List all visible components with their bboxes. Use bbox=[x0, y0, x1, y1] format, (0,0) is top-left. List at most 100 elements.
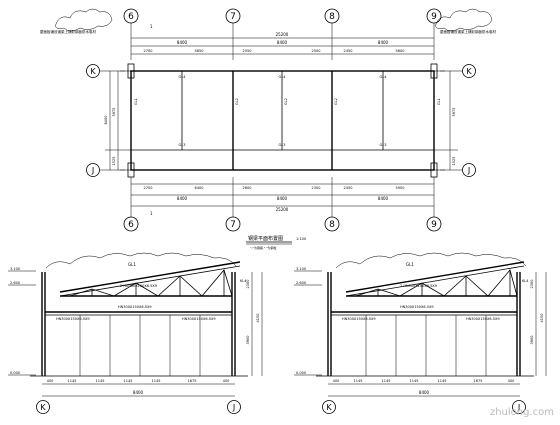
level-label: 2.600 bbox=[296, 281, 306, 285]
beam-label: GL4 bbox=[380, 75, 388, 79]
axis-bubble bbox=[322, 400, 336, 414]
dim-span: 8400 bbox=[277, 40, 288, 45]
dim-bottom: 400 bbox=[223, 379, 230, 383]
dim-bottom: 1145 bbox=[410, 379, 419, 383]
axis-bubbles-side: K J K J bbox=[86, 64, 476, 177]
roof-rafter bbox=[345, 261, 525, 293]
section-top-label: GL1 bbox=[128, 262, 136, 267]
dim-sub: 2450 bbox=[344, 49, 353, 53]
axis-label: J bbox=[91, 166, 94, 175]
beam-label: 2 HN300X150X6.5X9 bbox=[120, 284, 157, 288]
dim-bottom: 1145 bbox=[124, 379, 133, 383]
beam-label: HN300X150X6.5X9 bbox=[466, 317, 500, 321]
dim-sub: 2300 bbox=[312, 186, 321, 190]
axis-bubble bbox=[123, 216, 139, 232]
plan-title-block: 钢梁平面布置图 1:100 "-"为钢梁,"·"为钢柱 bbox=[246, 235, 306, 250]
axis-label: 8 bbox=[329, 220, 335, 230]
axis-label: J bbox=[232, 403, 235, 412]
axis-label: 7 bbox=[230, 220, 236, 230]
axis-label: K bbox=[326, 403, 332, 412]
dim-side: 2300 bbox=[246, 280, 250, 289]
plan-dimensions-side: 5975 1525 8400 1525 5975 bbox=[100, 70, 462, 171]
watermark: zhulong.com bbox=[489, 407, 554, 418]
dim-side: 1525 bbox=[112, 157, 116, 166]
section-left: GL1 2 HN300X150X6.5X9 HN300X150X6.5X9 HN… bbox=[8, 252, 263, 414]
dim-bottom: 400 bbox=[47, 379, 54, 383]
section-mark: 1 bbox=[150, 211, 153, 216]
plan-scale: 1:100 bbox=[296, 237, 306, 241]
axis-bubble bbox=[462, 163, 476, 177]
beam-label: HN300X150X6.5X9 bbox=[342, 317, 376, 321]
beam-label: GL3 bbox=[179, 143, 186, 147]
axis-bubbles-bottom: 6 7 8 9 bbox=[123, 216, 442, 232]
level-label: 3.100 bbox=[10, 267, 20, 271]
beam-label: HN300X150X6.5X9 bbox=[56, 317, 90, 321]
beam-label: KL4 bbox=[240, 279, 247, 283]
axis-bubble bbox=[36, 400, 50, 414]
plan-dimensions-bottom: 2700 6400 2800 2300 2450 5900 8400 8400 … bbox=[130, 177, 435, 217]
dim-sub: 2800 bbox=[243, 186, 252, 190]
dim-bottom: 400 bbox=[508, 379, 515, 383]
beam-label: HN300X150X6.5X9 bbox=[182, 317, 216, 321]
dim-bottom: 1145 bbox=[382, 379, 391, 383]
axis-label: J bbox=[467, 166, 470, 175]
plan-note-right: 屋面板铺设钢梁上铺彩钢板防水卷材 bbox=[440, 29, 496, 34]
dim-sub: 5850 bbox=[195, 49, 204, 53]
dim-sub: 2550 bbox=[243, 49, 252, 53]
beam-label: HN300X150X6.5X9 bbox=[400, 305, 434, 309]
dim-bottom: 1675 bbox=[474, 379, 483, 383]
steel-column bbox=[127, 63, 135, 79]
steel-beam-plan: 屋面板铺设钢梁上铺彩钢板防水卷材 屋面板铺设钢梁上铺彩钢板防水卷材 6 7 8 … bbox=[40, 8, 496, 250]
dim-side: 1525 bbox=[452, 157, 456, 166]
plan-title: 钢梁平面布置图 bbox=[248, 235, 283, 242]
dim-side: 2300 bbox=[530, 280, 534, 289]
axis-bubble bbox=[86, 64, 100, 78]
dim-side: 5975 bbox=[112, 108, 116, 117]
dim-sub: 2450 bbox=[344, 186, 353, 190]
revision-cloud-right bbox=[435, 8, 493, 32]
section-top-label: GL1 bbox=[406, 262, 414, 267]
beam-label: GL2 bbox=[235, 98, 239, 105]
axis-bubble bbox=[86, 163, 100, 177]
axis-bubble bbox=[324, 216, 340, 232]
beam-label: GL3 bbox=[380, 143, 387, 147]
dim-sub: 5900 bbox=[396, 186, 405, 190]
roof-rafter bbox=[345, 265, 525, 297]
dim-total-bottom: 25200 bbox=[276, 207, 289, 212]
dim-side: 5975 bbox=[452, 108, 456, 117]
plan-subtitle: "-"为钢梁,"·"为钢柱 bbox=[250, 245, 277, 250]
axis-bubble bbox=[462, 64, 476, 78]
beam-label: GL1 bbox=[134, 98, 138, 105]
dim-span: 8400 bbox=[378, 196, 389, 201]
roof-rafter bbox=[59, 265, 241, 297]
beam-label: GL2 bbox=[334, 98, 338, 105]
plan-note-left: 屋面板铺设钢梁上铺彩钢板防水卷材 bbox=[40, 29, 96, 34]
axis-bubble bbox=[225, 216, 241, 232]
dim-sub: 2700 bbox=[144, 186, 153, 190]
axis-bubble bbox=[227, 400, 241, 414]
level-label: 0.000 bbox=[10, 371, 20, 375]
dim-bottom: 1145 bbox=[152, 379, 161, 383]
axis-label: 6 bbox=[128, 220, 134, 230]
axis-label: J bbox=[517, 403, 520, 412]
beam-label: GL3 bbox=[279, 143, 286, 147]
dim-span: 8400 bbox=[177, 196, 188, 201]
axis-label: K bbox=[40, 403, 46, 412]
revision-cloud-left bbox=[55, 8, 113, 32]
beam-label: 2 HN300X150X6.5X9 bbox=[400, 284, 437, 288]
beam-label: GL4 bbox=[279, 75, 287, 79]
dim-sub: 6400 bbox=[195, 186, 204, 190]
plan-beams: GL4 GL4 GL4 GL3 GL3 GL3 GL1 GL2 GL2 GL2 … bbox=[120, 63, 445, 178]
dim-total: 8400 bbox=[133, 390, 144, 395]
beam-label: GL2 bbox=[284, 98, 288, 105]
axis-label: 6 bbox=[128, 12, 134, 22]
axis-bubbles-top: 6 7 8 9 bbox=[123, 8, 442, 24]
dim-span: 8400 bbox=[378, 40, 389, 45]
dim-bottom: 1145 bbox=[68, 379, 77, 383]
dim-total-top: 25200 bbox=[276, 32, 289, 37]
section-right: GL1 2 HN300X150X6.5X9 HN300X150X6.5X9 HN… bbox=[294, 252, 547, 414]
axis-label: K bbox=[466, 67, 472, 76]
axis-label: K bbox=[90, 67, 96, 76]
dim-bottom: 1675 bbox=[188, 379, 197, 383]
